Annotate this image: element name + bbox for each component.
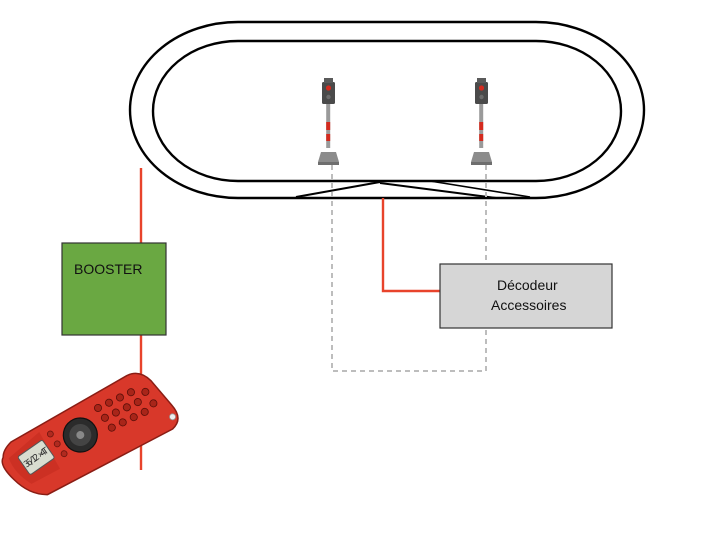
accessory-decoder-box: Décodeur Accessoires [439,263,613,329]
decoder-label-line2: Accessoires [491,297,566,313]
railway-signal-icon [471,78,492,165]
signal-wire-left [331,165,487,372]
turnout-right [379,182,497,199]
track-inner-rail [151,39,623,183]
turnout-left [295,181,381,198]
track-oval [128,20,646,200]
booster-box: BOOSTER [61,242,167,336]
power-wires [139,168,440,470]
digital-handset-icon: 36/12 ×4T [1,372,179,496]
decoder-label-line1: Décodeur [497,277,558,293]
booster-label: BOOSTER [74,261,142,277]
track-outer-rail [128,20,646,200]
signal-wires [331,165,487,372]
track-to-decoder-wire [381,198,440,293]
turnout-middle [429,180,531,198]
railway-signal-icon [318,78,339,165]
